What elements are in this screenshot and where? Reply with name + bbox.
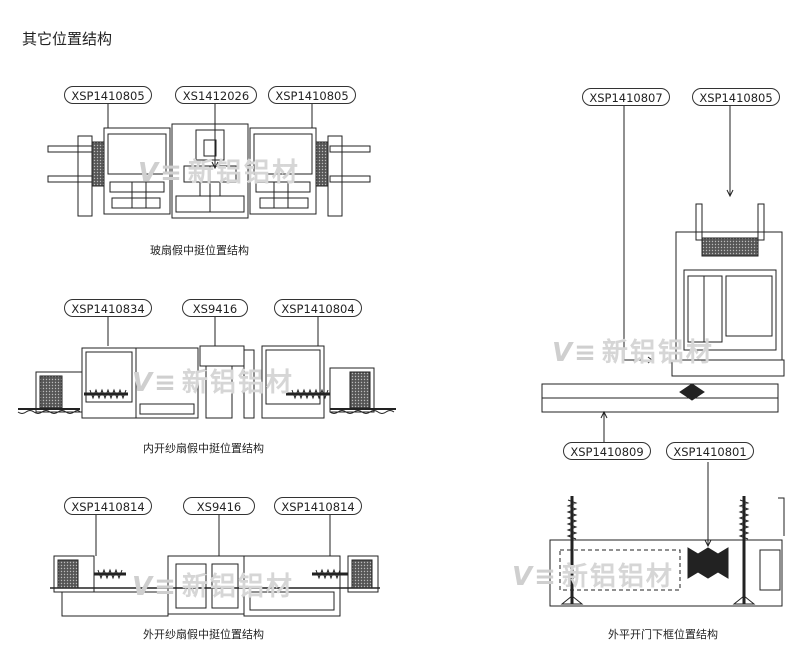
- diagram-inward-screen-mullion: [17, 317, 396, 419]
- diagram-outward-screen-mullion: [50, 515, 380, 617]
- diagram-door-sash: [541, 106, 785, 413]
- diagram-caption: 外平开门下框位置结构: [608, 628, 718, 641]
- watermark-logo: V≡新铝铝材: [138, 158, 300, 188]
- part-tag: XSP1410801: [666, 442, 754, 460]
- part-tag: XSP1410807: [582, 88, 670, 106]
- watermark-logo: V≡新铝铝材: [552, 338, 714, 368]
- diagram-caption: 内开纱扇假中挺位置结构: [143, 442, 264, 455]
- part-tag: XSP1410805: [64, 86, 152, 104]
- part-tag: XSP1410834: [64, 299, 152, 317]
- watermark-logo: V≡新铝铝材: [512, 562, 674, 592]
- part-tag: XS9416: [183, 497, 255, 515]
- diagram-glass-sash-mullion: [47, 104, 371, 219]
- part-tag: XSP1410814: [274, 497, 362, 515]
- watermark-logo: V≡新铝铝材: [132, 572, 294, 602]
- part-tag: XSP1410814: [64, 497, 152, 515]
- part-tag: XSP1410804: [274, 299, 362, 317]
- part-tag: XSP1410805: [692, 88, 780, 106]
- part-tag: XS1412026: [175, 86, 257, 104]
- diagram-door-bottom-frame: [549, 410, 785, 607]
- page-title: 其它位置结构: [22, 30, 113, 48]
- part-tag: XS9416: [182, 299, 248, 317]
- watermark-logo: V≡新铝铝材: [132, 368, 294, 398]
- diagram-caption: 外开纱扇假中挺位置结构: [143, 628, 264, 641]
- part-tag: XSP1410809: [563, 442, 651, 460]
- diagram-caption: 玻扇假中挺位置结构: [150, 244, 249, 257]
- part-tag: XSP1410805: [268, 86, 356, 104]
